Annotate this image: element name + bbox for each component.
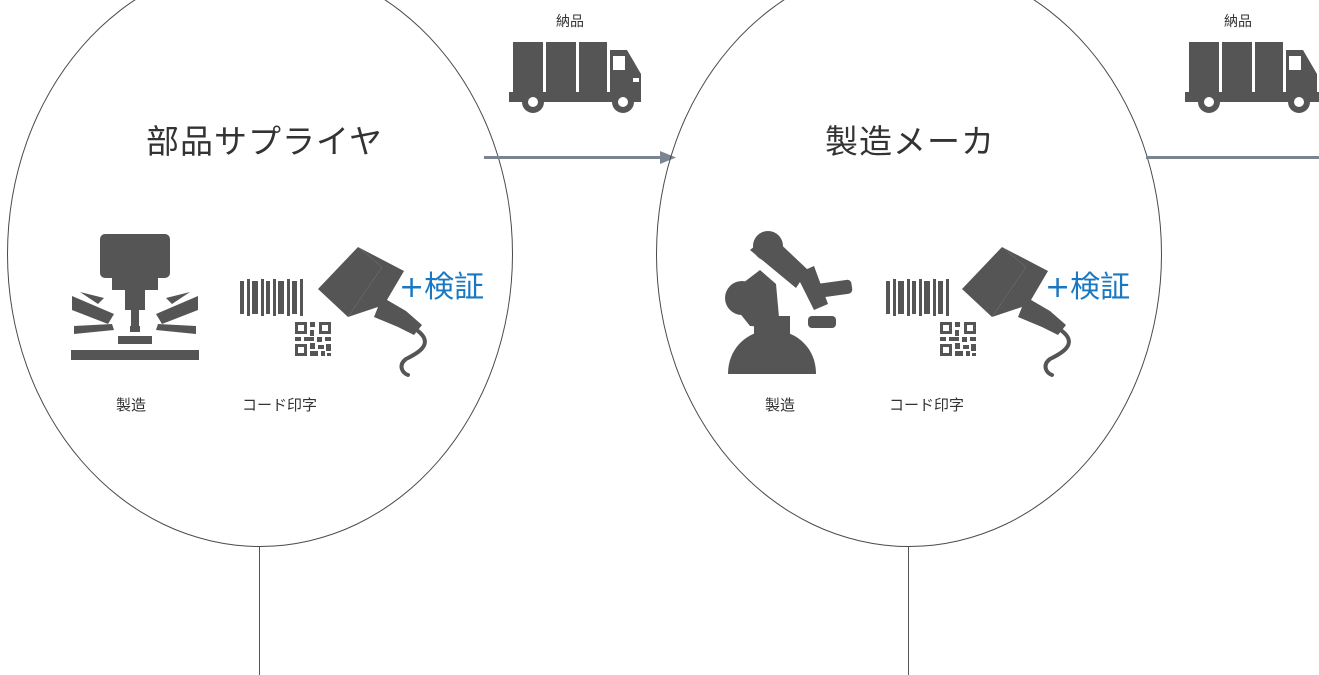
verify-label-manufacturer: +検証 bbox=[1045, 270, 1131, 305]
machining-icon bbox=[71, 234, 199, 360]
process-label-manufacturer: 製造 bbox=[765, 396, 796, 414]
code-label-manufacturer: コード印字 bbox=[889, 396, 965, 414]
truck-icon bbox=[509, 42, 641, 113]
barcode-icon bbox=[886, 279, 949, 316]
stage-title-manufacturer: 製造メーカ bbox=[825, 122, 995, 161]
qr-code-icon bbox=[940, 322, 976, 356]
scanner-icon bbox=[962, 247, 1071, 377]
delivery-arrow bbox=[1146, 156, 1319, 159]
delivery-label-1: 納品 bbox=[556, 14, 584, 30]
scanner-icon bbox=[318, 247, 427, 377]
qr-code-icon bbox=[295, 322, 331, 356]
connector-line-supplier bbox=[259, 546, 260, 675]
connector-line-manufacturer bbox=[908, 546, 909, 675]
robot-arm-icon bbox=[725, 231, 853, 374]
verify-label-supplier: +検証 bbox=[399, 270, 485, 305]
barcode-icon bbox=[240, 279, 303, 316]
process-label-supplier: 製造 bbox=[116, 396, 147, 414]
delivery-label-2: 納品 bbox=[1224, 14, 1252, 30]
code-label-supplier: コード印字 bbox=[242, 396, 318, 414]
delivery-arrow bbox=[484, 151, 676, 164]
stage-title-supplier: 部品サプライヤ bbox=[146, 122, 384, 161]
truck-icon bbox=[1185, 42, 1319, 113]
